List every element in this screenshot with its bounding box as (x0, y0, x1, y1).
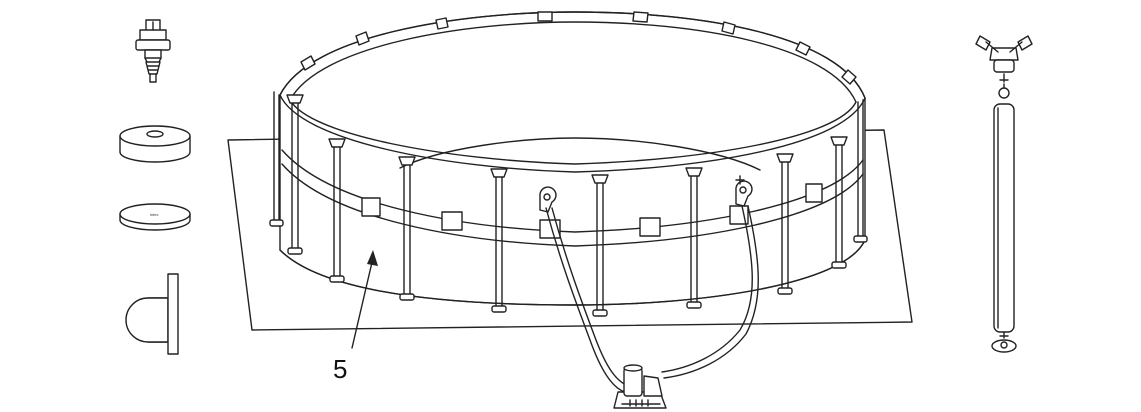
above-ground-pool-icon (269, 11, 868, 317)
hose-adapter-icon (135, 19, 171, 83)
t-joint-icon (125, 273, 179, 355)
vertical-leg-icon (975, 35, 1033, 353)
callout-5: 5 (333, 250, 378, 384)
round-disc-icon: intex (119, 203, 191, 231)
round-pad-icon (119, 125, 191, 163)
callout-number: 5 (333, 354, 347, 384)
svg-text:intex: intex (150, 212, 158, 217)
filter-pump-icon (545, 205, 759, 409)
